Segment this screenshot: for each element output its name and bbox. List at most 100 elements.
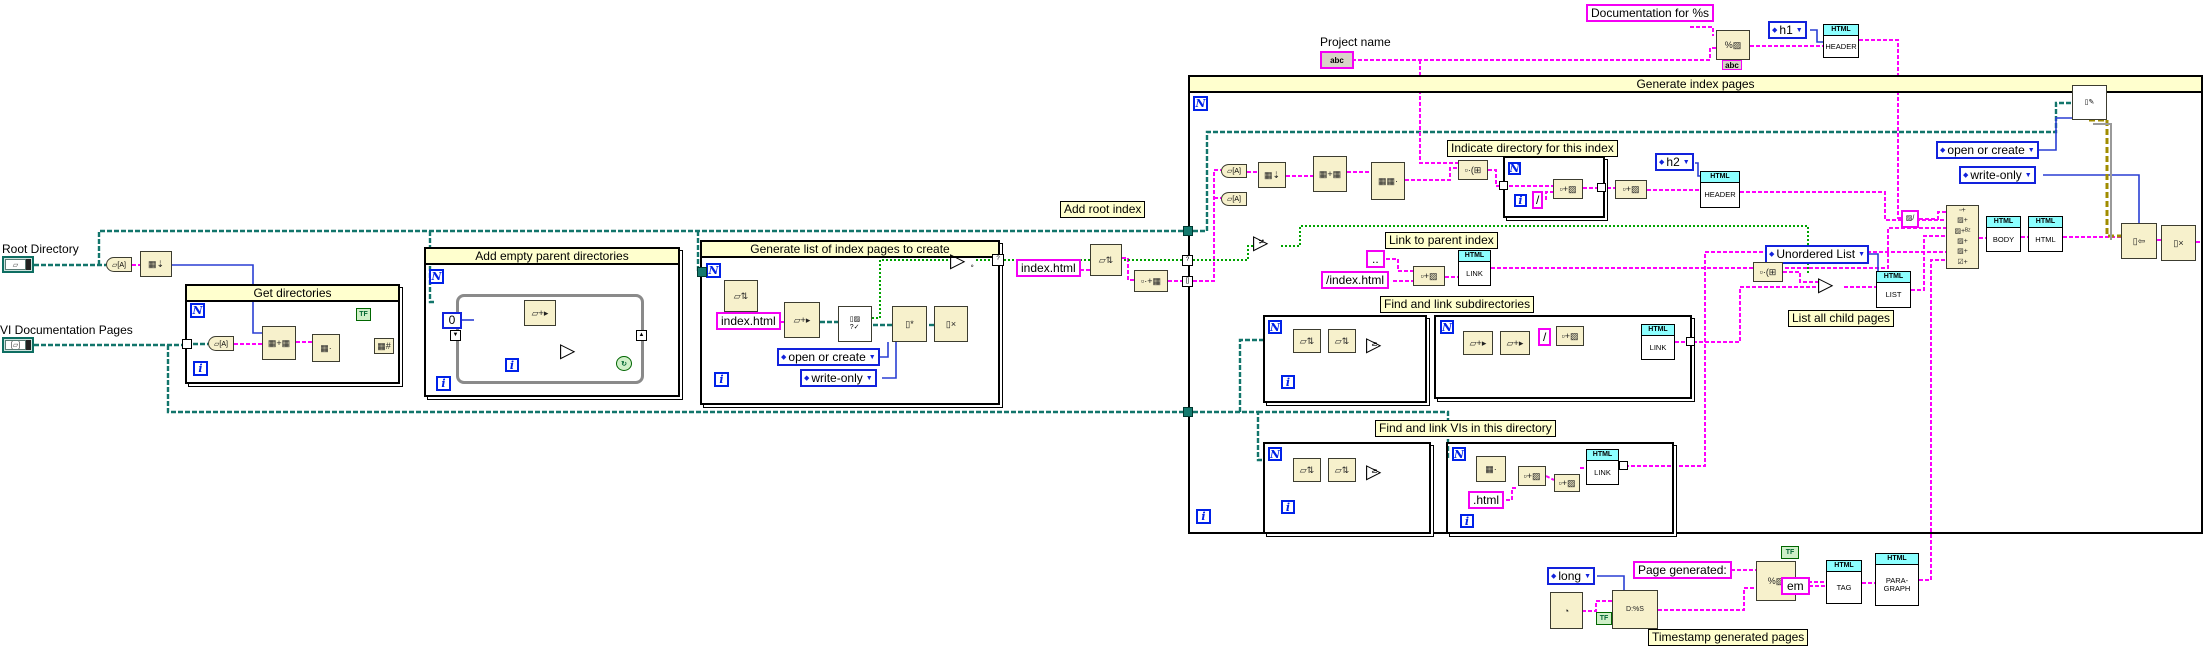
strip-path-icon[interactable]: ▱⇅: [1328, 329, 1356, 353]
build-path-icon[interactable]: ▱+▸: [1500, 331, 1530, 355]
write-only-enum[interactable]: ◆write-only▼: [800, 369, 877, 387]
path-control-icon: ▱: [5, 259, 26, 270]
concatenate-strings-icon[interactable]: ▫+▨: [1554, 474, 1580, 492]
subdirectories-scan-loop[interactable]: [1263, 315, 1427, 403]
loop-count-terminal: N: [1268, 447, 1282, 461]
build-path-icon[interactable]: ▱+▸: [1463, 331, 1493, 355]
close-file-icon[interactable]: ▯×: [2161, 225, 2196, 261]
open-or-create-file-icon[interactable]: ▯✎: [2072, 85, 2107, 120]
root-directory-path-control[interactable]: ▱: [2, 256, 34, 273]
vi-documentation-pages-control[interactable]: [▱]: [2, 337, 34, 353]
format-date-time-string-icon[interactable]: D:%S: [1612, 590, 1658, 629]
write-text-file-icon[interactable]: ▯⇦: [2121, 223, 2157, 259]
add-empty-parent-directories-loop[interactable]: Add empty parent directories: [424, 247, 680, 397]
check-file-or-folder-exists-icon[interactable]: ▯▨?✓: [838, 306, 872, 342]
em-constant[interactable]: em: [1781, 577, 1810, 595]
strip-path-icon[interactable]: ▱⇅: [1090, 244, 1122, 276]
array-size-icon[interactable]: ▦#: [374, 338, 394, 354]
path-to-array-icon[interactable]: ▱[A]: [1221, 164, 1247, 178]
index-array-icon[interactable]: ▫·(⊞: [1458, 160, 1488, 180]
select-icon[interactable]: ▷: [560, 338, 576, 362]
write-only-enum[interactable]: ◆write-only▼: [1959, 166, 2036, 184]
index-html-constant[interactable]: index.html: [1016, 259, 1081, 277]
not-equal-icon[interactable]: ▷≠: [1253, 230, 1269, 254]
array-subset-icon[interactable]: ▦▦·: [1371, 162, 1405, 200]
documentation-for-constant[interactable]: Documentation for %s: [1586, 4, 1715, 22]
not-gate-icon[interactable]: ▷∘: [950, 248, 975, 272]
project-name-control[interactable]: abc: [1320, 51, 1354, 69]
generate-list-title: Generate list of index pages to create: [700, 240, 1000, 258]
open-or-create-enum[interactable]: ◆open or create▼: [777, 348, 880, 366]
create-file-icon[interactable]: ▯*: [892, 306, 927, 342]
concatenate-strings-icon[interactable]: ▫+▨: [1518, 466, 1546, 486]
concatenate-strings-icon[interactable]: ▫+▨: [1556, 326, 1584, 346]
build-array-icon[interactable]: ▫·+▦: [1134, 270, 1168, 292]
get-date-time-clock-icon[interactable]: ◔: [1550, 592, 1583, 629]
generate-list-loop[interactable]: Generate list of index pages to create: [700, 240, 1000, 405]
page-generated-constant[interactable]: Page generated:: [1633, 561, 1732, 579]
greater-or-equal-icon[interactable]: ▷≥: [1366, 459, 1382, 483]
loop-index-terminal: i: [1460, 514, 1474, 528]
index-html-constant[interactable]: index.html: [716, 312, 781, 330]
open-or-create-enum[interactable]: ◆open or create▼: [1936, 141, 2039, 159]
slash-constant[interactable]: /: [1538, 328, 1552, 346]
tunnel-array: []: [1182, 276, 1193, 287]
concatenate-strings-icon[interactable]: ▫+▨+▨+ᴮᶻ▨+▨+☑+: [1946, 205, 1979, 269]
concatenate-strings-icon[interactable]: ▷: [1818, 272, 1834, 296]
strip-path-icon[interactable]: ▱⇅: [1293, 329, 1321, 353]
abc-tab: abc: [1722, 60, 1742, 70]
get-directories-loop[interactable]: Get directories: [185, 284, 400, 384]
subdirectories-link-loop[interactable]: [1434, 315, 1692, 399]
array-subset-icon[interactable]: ▦·: [312, 334, 340, 362]
path-to-array-icon[interactable]: ▱[A]: [106, 257, 132, 272]
loop-count-terminal: N: [1193, 96, 1208, 111]
dot-dot-constant[interactable]: ..: [1366, 250, 1385, 268]
array-subset-icon[interactable]: ▦·: [1476, 456, 1506, 482]
generate-index-pages-loop[interactable]: Generate index pages: [1188, 75, 2203, 534]
strip-path-icon[interactable]: ▱⇅: [1328, 458, 1356, 482]
boolean-constant[interactable]: TF: [356, 308, 371, 321]
build-array-icon[interactable]: ▦+▦: [262, 326, 296, 360]
to-lower-case-icon[interactable]: ▨/: [1901, 210, 1919, 228]
format-into-string-icon[interactable]: %▨: [1716, 30, 1750, 60]
close-file-icon[interactable]: ▯×: [934, 306, 968, 342]
sort-array-icon[interactable]: ▦⇣: [140, 251, 172, 277]
numeric-constant-zero[interactable]: 0: [442, 312, 462, 329]
vis-link-loop[interactable]: [1446, 442, 1674, 534]
path-to-array-icon[interactable]: ▱[A]: [208, 336, 234, 351]
boolean-constant[interactable]: TF: [1781, 546, 1799, 559]
sort-array-icon[interactable]: ▦⇣: [1258, 162, 1286, 188]
dot-html-constant[interactable]: .html: [1468, 491, 1505, 509]
strip-path-icon[interactable]: ▱⇅: [1293, 458, 1321, 482]
build-path-icon[interactable]: ▱+▸: [524, 300, 556, 326]
index-array-icon[interactable]: ▫·(⊞: [1753, 262, 1783, 282]
concatenate-strings-icon[interactable]: ▫+▨: [1615, 180, 1647, 199]
long-enum[interactable]: ◆long▼: [1547, 567, 1596, 585]
slash-index-html-constant[interactable]: /index.html: [1321, 271, 1390, 289]
boolean-constant[interactable]: TF: [1596, 612, 1612, 625]
path-to-array-icon[interactable]: ▱[A]: [1221, 192, 1247, 206]
unordered-list-enum[interactable]: ◆Unordered List▼: [1765, 245, 1870, 264]
h1-enum[interactable]: ◆h1▼: [1768, 21, 1807, 39]
strip-path-icon[interactable]: ▱⇅: [724, 280, 758, 312]
vi-documentation-pages-label: VI Documentation Pages: [0, 323, 133, 337]
vis-scan-loop[interactable]: [1263, 442, 1431, 534]
build-array-icon[interactable]: ▦+▦: [1313, 156, 1347, 192]
h2-enum[interactable]: ◆h2▼: [1655, 153, 1694, 171]
build-path-icon[interactable]: ▱+▸: [784, 302, 820, 338]
loop-index-terminal: i: [193, 361, 208, 376]
concatenate-strings-icon[interactable]: ▫+▨: [1553, 179, 1583, 199]
greater-or-equal-icon[interactable]: ▷≥: [1366, 332, 1382, 356]
concatenate-strings-icon[interactable]: ▫+▨: [1413, 266, 1445, 286]
slash-constant[interactable]: /: [1532, 191, 1544, 209]
